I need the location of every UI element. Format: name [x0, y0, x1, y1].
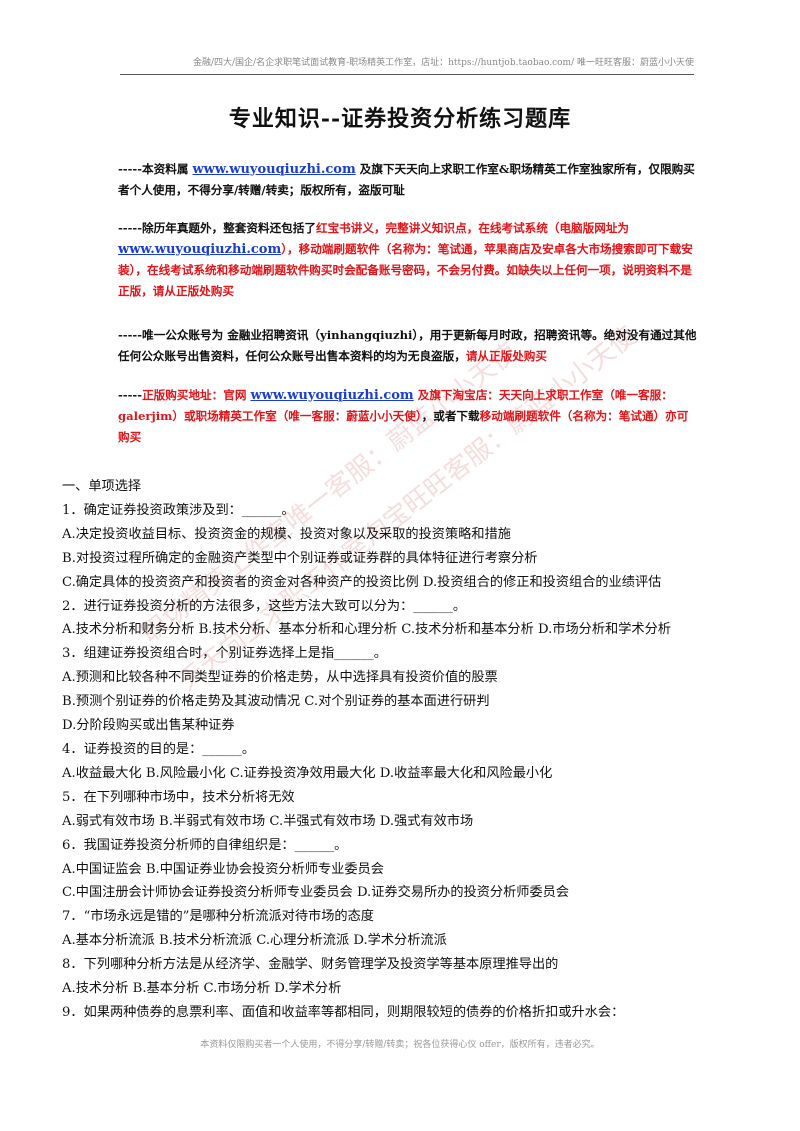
intro-text: ，或者下载 [421, 409, 480, 423]
answer-option: A.技术分析 B.基本分析 C.市场分析 D.学术分析 [62, 981, 342, 997]
intro-text: ----- [118, 388, 143, 402]
answer-option: C.确定具体的投资资产和投资者的资金对各种资产的投资比例 D.投资组合的修正和投… [62, 574, 662, 590]
intro-red-text: 红宝书讲义，完整讲义知识点，在线考试系统（电脑版网址为 [315, 221, 630, 235]
question-stem: 9．如果两种债券的息票利率、面值和收益率等都相同，则期限较短的债券的价格折扣或升… [62, 1004, 625, 1020]
intro-red-text: 移动端刷题软件（名称为：笔试通）亦可购买 [118, 409, 689, 444]
intro-red-text: 正版购买地址：官网 [142, 388, 251, 402]
question-stem: 8．下列哪种分析方法是从经济学、金融学、财务管理学及投资学等基本原理推导出的 [62, 957, 559, 973]
website-link[interactable]: www.wuyouqiuzhi.com [192, 162, 356, 177]
question-stem: 7．“市场永远是错的”是哪种分析流派对待市场的态度 [62, 909, 374, 925]
answer-option: A.预测和比较各种不同类型证券的价格走势，从中选择具有投资价值的股票 [62, 670, 498, 686]
answer-option: A.中国证监会 B.中国证券业协会投资分析师专业委员会 [62, 861, 384, 877]
intro-paragraph-ownership: -----本资料属 www.wuyouqiuzhi.com 及旗下天天向上求职工… [118, 159, 698, 201]
answer-option: D.分阶段购买或出售某种证券 [62, 718, 235, 734]
question-stem: 1．确定证券投资政策涉及到：______。 [62, 502, 295, 518]
intro-text: -----本资料属 [118, 162, 193, 176]
intro-text: 及旗下天天向上求职工作室&职场精英工作室独家所有，仅限购买者个人使用，不得分享/… [118, 162, 695, 197]
website-link[interactable]: www.wuyouqiuzhi.com [250, 388, 414, 403]
intro-paragraph-contents: -----除历年真题外，整套资料还包括了红宝书讲义，完整讲义知识点，在线考试系统… [118, 218, 698, 302]
question-stem: 6．我国证券投资分析师的自律组织是：______。 [62, 837, 348, 853]
answer-option: A.弱式有效市场 B.半弱式有效市场 C.半强式有效市场 D.强式有效市场 [62, 813, 474, 829]
answer-option: A.技术分析和财务分析 B.技术分析、基本分析和心理分析 C.技术分析和基本分析… [62, 622, 671, 638]
question-stem: 3．组建证券投资组合时，个别证券选择上是指______。 [62, 646, 387, 662]
page-header: 金融/四大/国企/名企求职笔试面试教育-职场精英工作室，店址：https://h… [120, 56, 694, 75]
answer-option: B.对投资过程所确定的金融资产类型中个别证券或证券群的具体特征进行考察分析 [62, 550, 538, 566]
page-footer: 本资料仅限购买者一个人使用，不得分享/转赠/转卖；祝各位获得心仪 offer，版… [200, 1040, 600, 1050]
answer-option: A.决定投资收益目标、投资资金的规模、投资对象以及采取的投资策略和措施 [62, 526, 511, 542]
intro-text: -----唯一公众账号为 金融业招聘资讯（yinhangqiuzhi），用于更新… [118, 328, 697, 363]
question-list: 一、单项选择 1．确定证券投资政策涉及到：______。 A.决定投资收益目标、… [62, 475, 742, 1025]
question-stem: 4．证券投资的目的是：______。 [62, 741, 256, 757]
answer-option: A.收益最大化 B.风险最小化 C.证券投资净效用最大化 D.收益率最大化和风险… [62, 765, 553, 781]
website-link[interactable]: www.wuyouqiuzhi.com [118, 242, 282, 257]
question-stem: 2．进行证券投资分析的方法很多，这些方法大致可以分为：______。 [62, 598, 467, 614]
intro-paragraph-purchase: -----正版购买地址：官网 www.wuyouqiuzhi.com 及旗下淘宝… [118, 385, 698, 448]
page-title: 专业知识--证券投资分析练习题库 [228, 106, 572, 132]
intro-text: -----除历年真题外，整套资料还包括了 [118, 221, 316, 235]
intro-red-text: 及旗下淘宝店：天天向上求职工作室（唯一客服：galerjim）或职场精英工作室（… [118, 388, 673, 423]
answer-option: B.预测个别证券的价格走势及其波动情况 C.对个别证券的基本面进行研判 [62, 694, 490, 710]
section-heading: 一、单项选择 [62, 479, 142, 494]
answer-option: C.中国注册会计师协会证券投资分析师专业委员会 D.证券交易所办的投资分析师委员… [62, 885, 570, 901]
intro-paragraph-wechat: -----唯一公众账号为 金融业招聘资讯（yinhangqiuzhi），用于更新… [118, 325, 698, 367]
answer-option: A.基本分析流派 B.技术分析流派 C.心理分析流派 D.学术分析流派 [62, 933, 447, 949]
intro-red-text: 请从正版处购买 [465, 349, 547, 363]
intro-red-text: ），移动端刷题软件（名称为：笔试通，苹果商店及安卓各大市场搜索即可下载安装），在… [118, 242, 693, 298]
question-stem: 5．在下列哪种市场中，技术分析将无效 [62, 789, 295, 805]
